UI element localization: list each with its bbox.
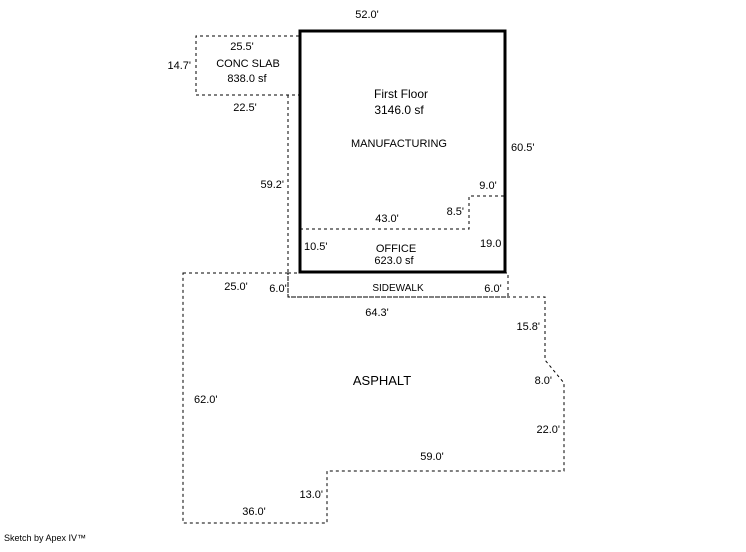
conc-slab-outline xyxy=(195,35,299,96)
dim-asphalt-top-left: 25.0' xyxy=(224,281,248,293)
office-area-label: 623.0 sf xyxy=(374,255,414,267)
sidewalk-name-label: SIDEWALK xyxy=(372,283,424,294)
slab-name-label: CONC SLAB xyxy=(216,58,280,70)
building-outline xyxy=(298,29,507,274)
dim-office-top: 43.0' xyxy=(375,213,399,225)
dim-slab-left: 14.7' xyxy=(167,60,191,72)
building-name-label: First Floor xyxy=(374,87,428,101)
dim-sidewalk-bottom: 64.3' xyxy=(365,307,389,319)
dim-asphalt-left: 62.0' xyxy=(194,394,218,406)
dim-asphalt-diagonal: 8.0' xyxy=(535,375,552,387)
office-name-label: OFFICE xyxy=(376,243,416,255)
dim-office-step-top: 9.0' xyxy=(479,180,496,192)
dim-left-boundary: 59.2' xyxy=(260,179,284,191)
dim-slab-top: 25.5' xyxy=(230,41,254,53)
dim-building-top: 52.0' xyxy=(355,9,379,21)
slab-area-label: 838.0 sf xyxy=(227,73,267,85)
dim-office-right: 19.0 xyxy=(480,238,501,250)
building-area-label: 3146.0 sf xyxy=(374,103,424,117)
asphalt-name-label: ASPHALT xyxy=(353,373,411,388)
dim-slab-bottom: 22.5' xyxy=(233,102,257,114)
dim-sidewalk-left: 6.0' xyxy=(269,283,286,295)
building-use-label: MANUFACTURING xyxy=(351,138,447,150)
dim-building-right: 60.5' xyxy=(511,142,535,154)
dim-asphalt-bottom-left: 36.0' xyxy=(242,506,266,518)
dim-asphalt-step: 13.0' xyxy=(299,489,323,501)
dim-asphalt-right-upper: 15.8' xyxy=(516,321,540,333)
asphalt-outline xyxy=(182,272,565,524)
sketch-credit-label: Sketch by Apex IV™ xyxy=(4,533,86,543)
dim-office-step-vertical: 8.5' xyxy=(447,206,464,218)
dim-asphalt-right-lower: 22.0' xyxy=(536,424,560,436)
dim-sidewalk-right: 6.0' xyxy=(484,283,501,295)
dim-office-left: 10.5' xyxy=(304,241,328,253)
office-partition-line xyxy=(300,195,504,230)
dim-asphalt-bottom-mid: 59.0' xyxy=(420,451,444,463)
